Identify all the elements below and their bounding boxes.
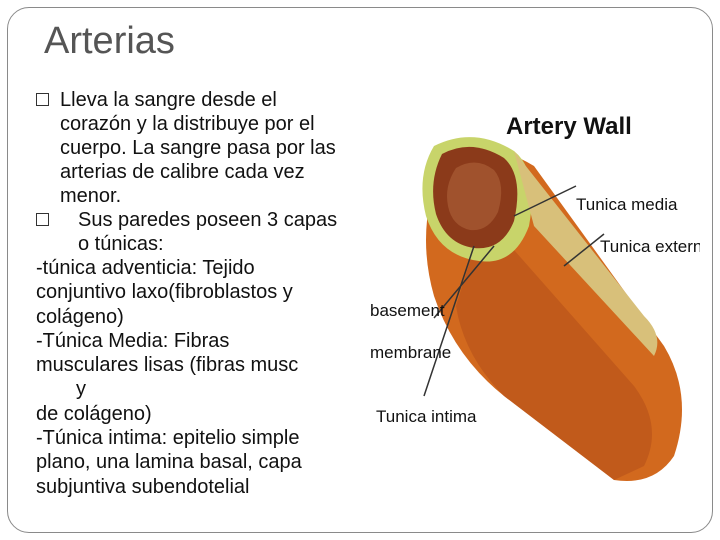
checkbox-bullet-icon <box>36 213 49 226</box>
pointer-line <box>513 185 577 217</box>
body-line: -túnica adventicia: Tejido <box>36 257 255 279</box>
body-line: subjuntiva subendotelial <box>36 475 250 498</box>
body-line: plano, una lamina basal, capa <box>36 451 302 474</box>
body-line: y <box>76 378 86 401</box>
artery-wall-diagram: Artery Wall Tunica media Tunica externa … <box>370 113 700 481</box>
bullet-item: Sus paredes poseen 3 capas o túnicas: <box>36 208 348 256</box>
slide-title: Arterias <box>44 20 175 62</box>
checkbox-bullet-icon <box>36 93 49 106</box>
body-line: conjuntivo laxo(fibroblastos y <box>36 281 293 304</box>
label-tunica-media: Tunica media <box>576 195 678 214</box>
figure-title: Artery Wall <box>506 113 632 140</box>
lumen-shape <box>447 162 502 231</box>
pointer-line <box>563 233 605 267</box>
tunica-externa-shade <box>456 216 652 480</box>
pointer-line <box>433 245 495 319</box>
label-tunica-intima: Tunica intima <box>376 407 477 426</box>
body-line: -Túnica Media: Fibras <box>36 329 230 352</box>
body-line: de colágeno) <box>36 402 152 425</box>
body-line: colágeno) <box>36 305 124 328</box>
slide-frame <box>7 7 713 533</box>
label-basement: basement <box>370 301 445 320</box>
pointer-line <box>423 245 475 397</box>
slide-body: Lleva la sangre desde el corazón y la di… <box>36 88 348 499</box>
body-line: -Túnica intima: epitelio simple <box>36 427 300 450</box>
bullet-text: Sus paredes poseen 3 capas o túnicas: <box>78 209 338 255</box>
bullet-item: Lleva la sangre desde el corazón y la di… <box>36 88 348 208</box>
body-line: musculares lisas (fibras musc <box>36 354 299 377</box>
tunica-media-band <box>514 151 658 356</box>
bullet-text: Lleva la sangre desde el corazón y la di… <box>60 89 336 207</box>
body-lines: -túnica adventicia: Tejido conjuntivo la… <box>36 256 348 499</box>
label-membrane: membrane <box>370 343 451 362</box>
label-tunica-externa: Tunica externa <box>600 237 700 256</box>
